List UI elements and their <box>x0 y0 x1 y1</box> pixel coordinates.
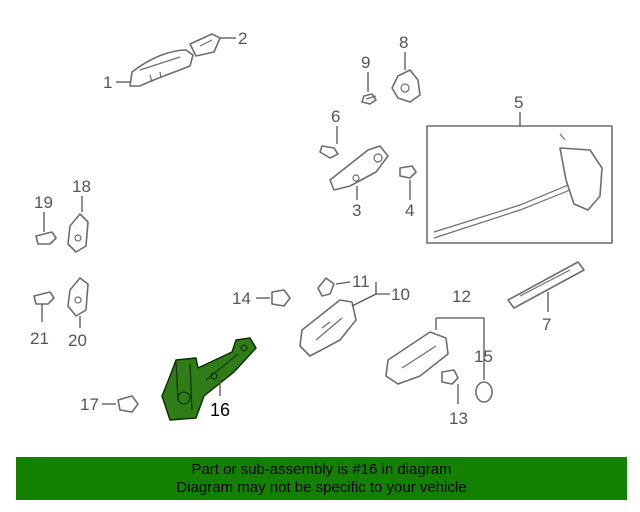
part-5-rod-assembly <box>426 125 613 244</box>
part-21-bolt <box>33 291 55 305</box>
callout-12: 12 <box>452 287 471 306</box>
callout-5: 5 <box>514 93 523 112</box>
part-17-bolt <box>117 395 139 413</box>
part-6-bolt <box>319 145 339 159</box>
callout-8: 8 <box>399 33 408 52</box>
part-14-nut <box>271 289 291 307</box>
part-4-screw <box>399 165 417 179</box>
parts-diagram: 1 2 3 4 5 6 7 8 9 10 11 12 13 14 15 16 1… <box>30 29 613 428</box>
callout-21: 21 <box>30 329 49 348</box>
callout-15: 15 <box>474 347 493 366</box>
part-8-bracket <box>391 69 421 103</box>
callout-7: 7 <box>542 315 551 334</box>
part-info-banner: Part or sub-assembly is #16 in diagram D… <box>16 457 627 500</box>
banner-line-part-number: Part or sub-assembly is #16 in diagram <box>191 461 452 478</box>
callout-2: 2 <box>238 29 247 48</box>
callout-19: 19 <box>34 193 53 212</box>
part-16-door-check <box>161 337 257 421</box>
callout-17: 17 <box>80 395 99 414</box>
callout-6: 6 <box>331 107 340 126</box>
part-7-strip <box>507 261 585 309</box>
callout-16: 16 <box>210 400 230 420</box>
callout-20: 20 <box>68 331 87 350</box>
callout-9: 9 <box>361 53 370 72</box>
callout-10: 10 <box>391 285 410 304</box>
part-20-hinge <box>67 277 89 317</box>
part-1-outside-handle <box>129 49 194 87</box>
callout-1: 1 <box>103 73 112 92</box>
part-19-bolt <box>35 231 57 245</box>
part-3-linkage <box>329 145 389 191</box>
leader-lines <box>41 37 549 405</box>
part-2-handle-cap <box>189 33 221 57</box>
banner-line-disclaimer: Diagram may not be specific to your vehi… <box>176 479 467 496</box>
callout-13: 13 <box>449 409 468 428</box>
part-9-bolt <box>361 93 377 105</box>
callout-3: 3 <box>352 201 361 220</box>
callout-4: 4 <box>405 201 414 220</box>
callout-numbers: 1 2 3 4 5 6 7 8 9 10 11 12 13 14 15 16 1… <box>30 29 551 428</box>
part-12-inside-handle <box>385 331 449 385</box>
callout-14: 14 <box>232 289 251 308</box>
part-15-cap <box>475 381 493 403</box>
part-13-screw <box>441 369 459 385</box>
part-18-hinge <box>67 213 89 253</box>
part-10-latch <box>299 299 357 357</box>
part-11-clip <box>317 277 335 297</box>
callout-11: 11 <box>352 272 370 291</box>
callout-18: 18 <box>72 177 91 196</box>
